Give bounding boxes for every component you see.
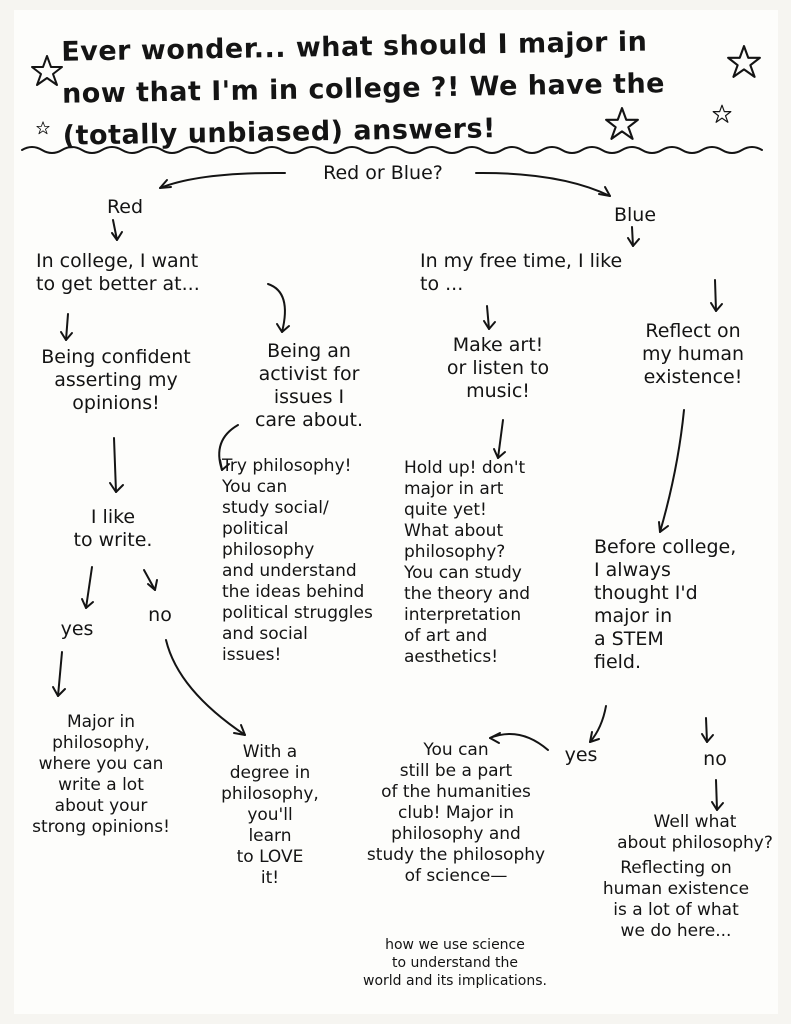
star-icon — [726, 44, 762, 84]
blue-question: In my free time, I like to ... — [420, 250, 623, 295]
star-icon — [604, 106, 640, 146]
activist-result: Try philosophy! You can study social/ po… — [222, 456, 373, 665]
blue-option-reflect: Reflect on my human existence! — [641, 320, 745, 388]
red-question: In college, I want to get better at... — [36, 250, 200, 295]
red-option-activist: Being an activist for issues I care abou… — [254, 340, 364, 431]
root-question: Red or Blue? — [323, 162, 443, 184]
red-option-confident: Being confident asserting my opinions! — [41, 346, 191, 414]
paper-sheet — [14, 10, 778, 1014]
star-icon — [36, 120, 50, 139]
stem-no-result-head: Well what about philosophy? — [617, 812, 773, 853]
stem-no-result: Reflecting on human existence is a lot o… — [602, 858, 750, 941]
star-icon — [30, 54, 64, 92]
stem-question: Before college, I always thought I'd maj… — [594, 536, 737, 673]
branch-blue: Blue — [613, 204, 657, 226]
stem-yes-label: yes — [564, 744, 598, 766]
write-no-label: no — [148, 604, 172, 626]
stem-yes-result: You can still be a part of the humanitie… — [366, 740, 546, 886]
star-icon — [712, 104, 732, 128]
branch-red: Red — [106, 196, 144, 218]
write-yes-label: yes — [60, 618, 94, 640]
art-result: Hold up! don't major in art quite yet! W… — [404, 458, 531, 667]
write-question: I like to write. — [73, 506, 153, 551]
write-no-result: With a degree in philosophy, you'll lear… — [221, 742, 319, 888]
stem-yes-result-tail: how we use science to understand the wor… — [363, 937, 547, 989]
write-yes-result: Major in philosophy, where you can write… — [32, 712, 170, 837]
stem-no-label: no — [703, 748, 727, 770]
wavy-divider — [21, 146, 763, 154]
blue-option-art: Make art! or listen to music! — [446, 334, 550, 402]
